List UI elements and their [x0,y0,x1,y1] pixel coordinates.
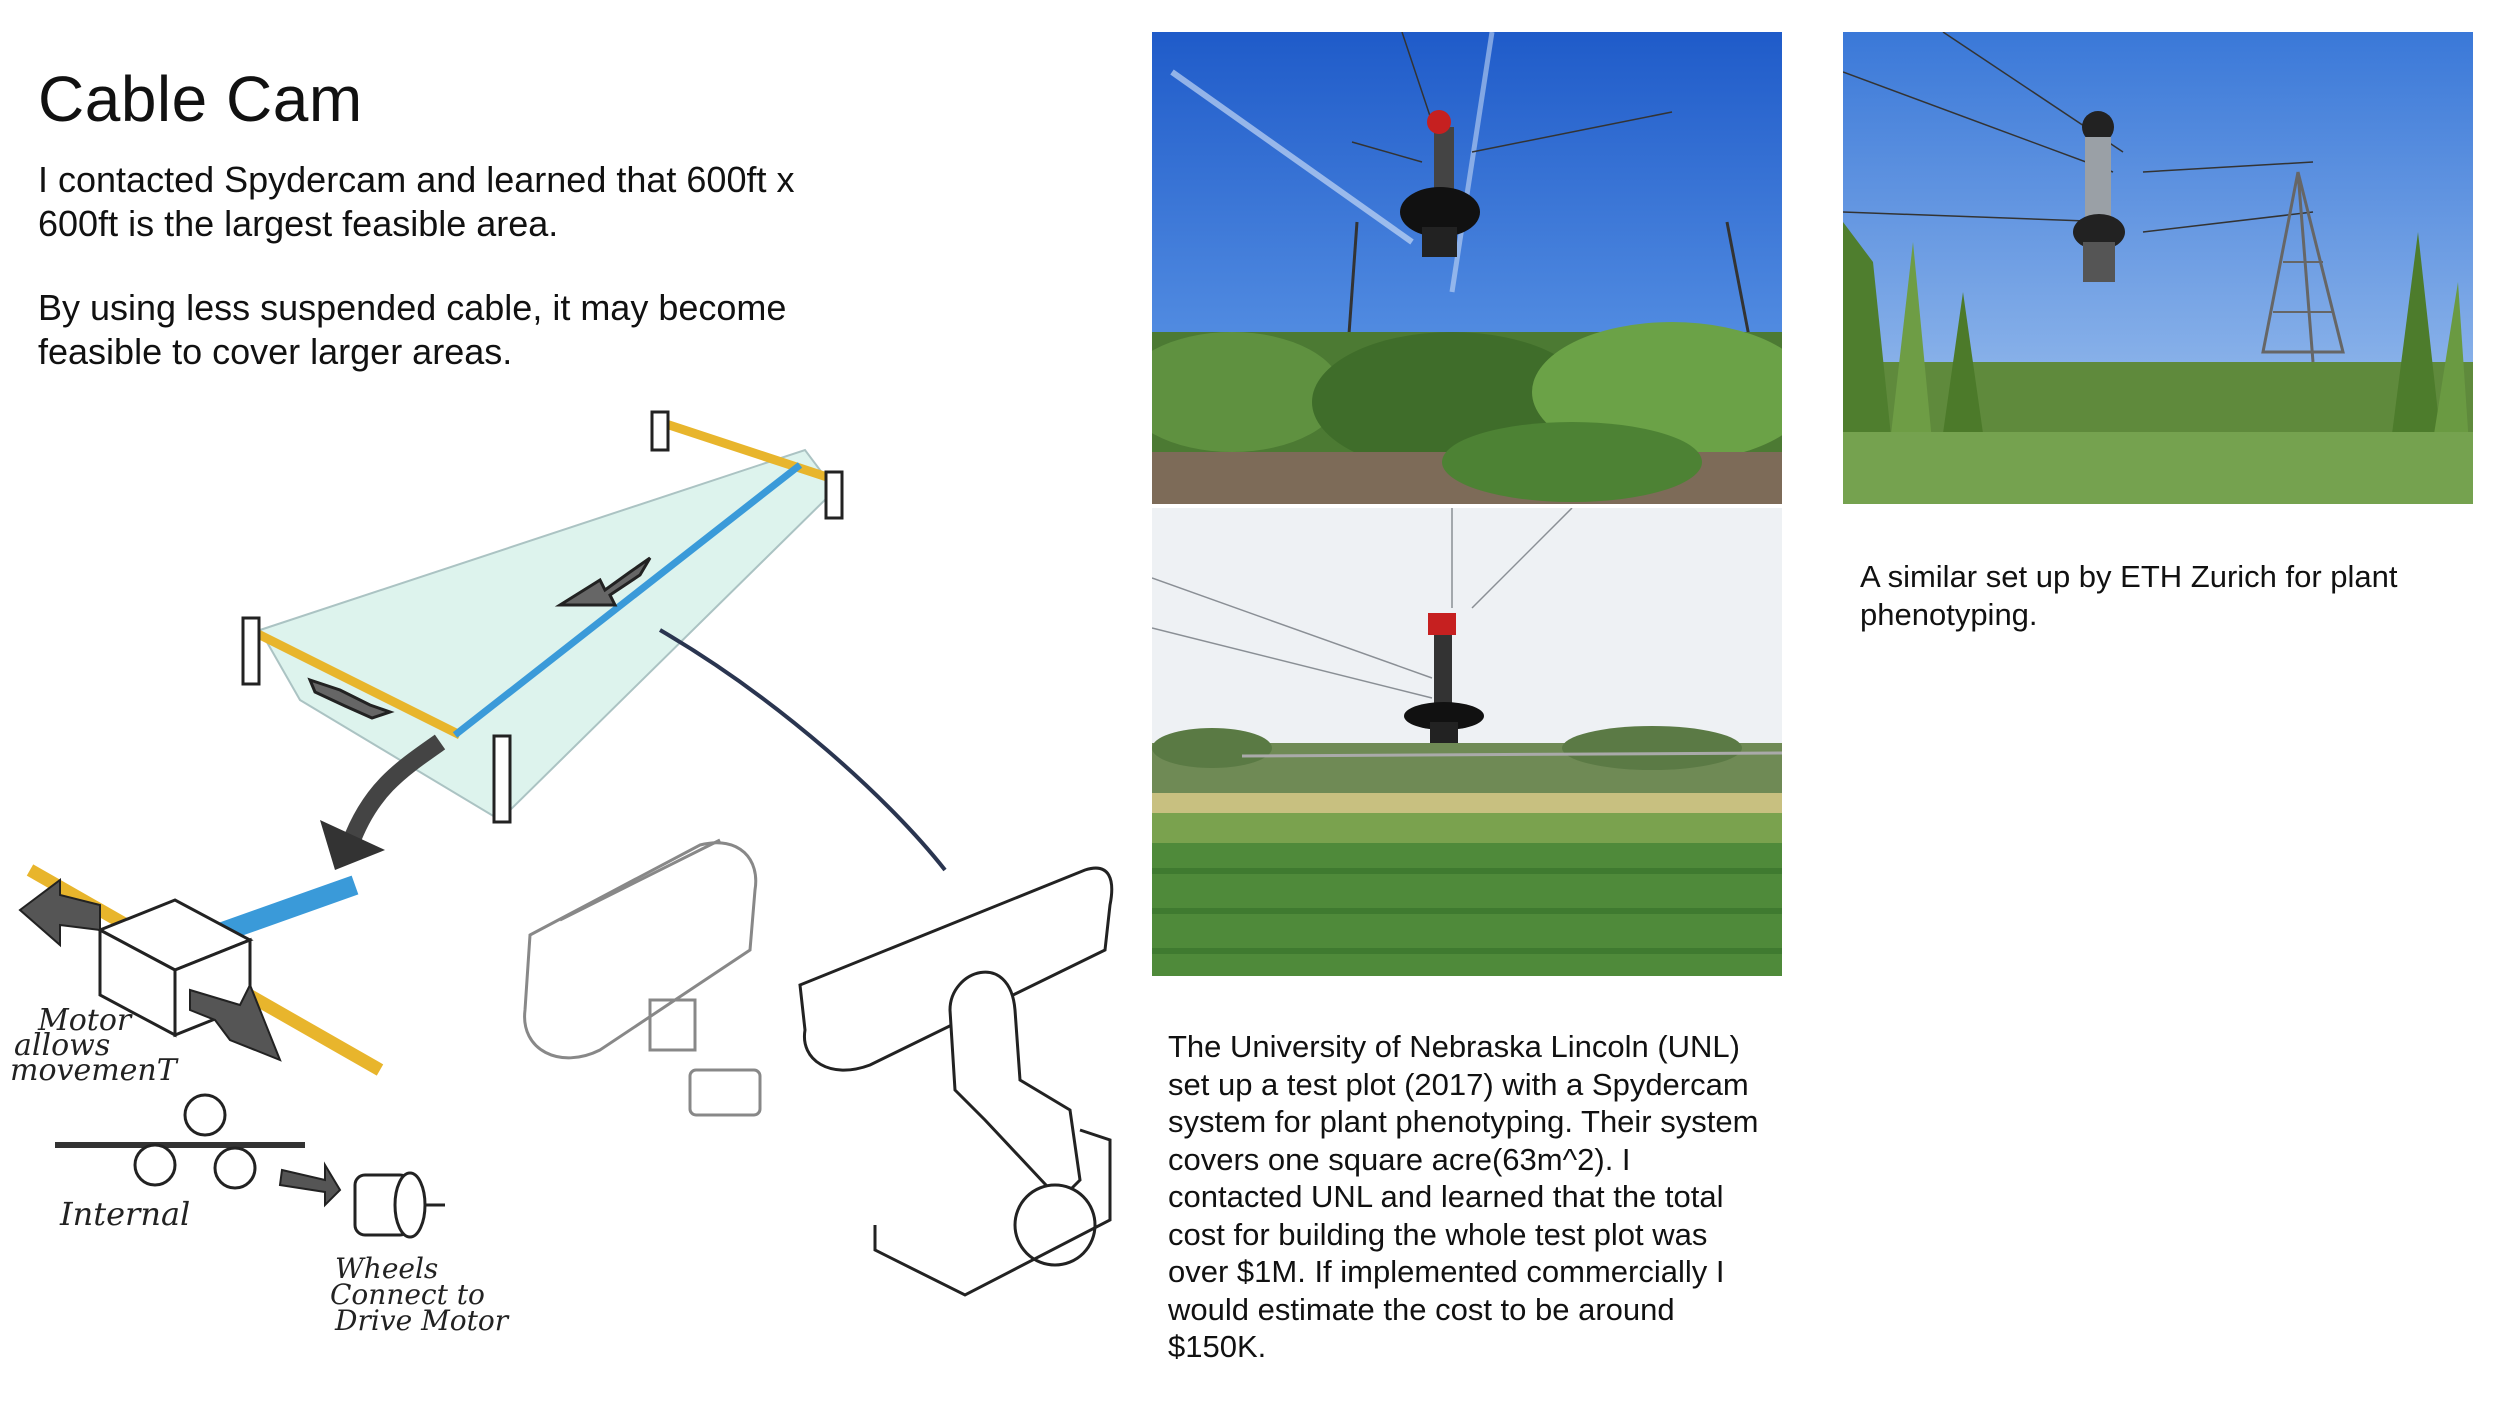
photo-unl-cable-cam-cornfield [1152,508,1782,976]
cable-cam-over-soybean-photo [1152,32,1782,504]
wheel [133,1143,177,1187]
field-area-plane [258,448,837,822]
intro-text: I contacted Spydercam and learned that 6… [38,158,798,414]
wheel [183,1093,227,1137]
label-drive-motor: Drive Motor [334,1304,510,1337]
post [241,616,261,686]
intro-paragraph-2: By using less suspended cable, it may be… [38,287,787,372]
eth-zurich-cable-cam-wheat-photo [1843,32,2473,504]
post [492,734,512,824]
left-arrow-icon [18,878,101,948]
label-allows: allows [14,1028,110,1063]
caption-unl: The University of Nebraska Lincoln (UNL)… [1168,1029,1759,1364]
intro-paragraph-1: I contacted Spydercam and learned that 6… [38,159,795,244]
caption-eth: A similar set up by ETH Zurich for plant… [1860,559,2398,632]
cable-cam-over-corn-field-photo [1152,508,1782,976]
right-arrow-icon [189,982,282,1062]
label-wheels: Wheels [335,1252,438,1285]
connector-line [658,628,947,872]
label-movement: movemenT [10,1053,179,1088]
camera-sketch-faint [523,838,762,1117]
cable-cam-concept-sketch: Motor allows movemenT Internal Wheels Co… [10,410,1114,1337]
drive-motor [353,1171,445,1239]
yellow-cable-top [658,417,832,483]
label-motor: Motor [37,1003,133,1038]
pointer-arrow [341,734,446,849]
camera-sketch-bold [798,866,1114,1297]
label-internal: Internal [59,1195,190,1233]
double-arrow-icon [307,556,652,720]
photo-eth-zurich-cable-cam [1843,32,2473,504]
label-connect-to: Connect to [330,1278,485,1311]
pointer-arrowhead [320,820,385,870]
post [824,470,844,520]
slide-title: Cable Cam [38,63,363,135]
wheel [213,1146,257,1190]
yellow-cable-left [247,625,463,740]
post [650,410,670,452]
blue-cable [452,462,803,738]
photo-unl-cable-cam-soybean [1152,32,1782,504]
small-right-arrow-icon [278,1161,342,1208]
